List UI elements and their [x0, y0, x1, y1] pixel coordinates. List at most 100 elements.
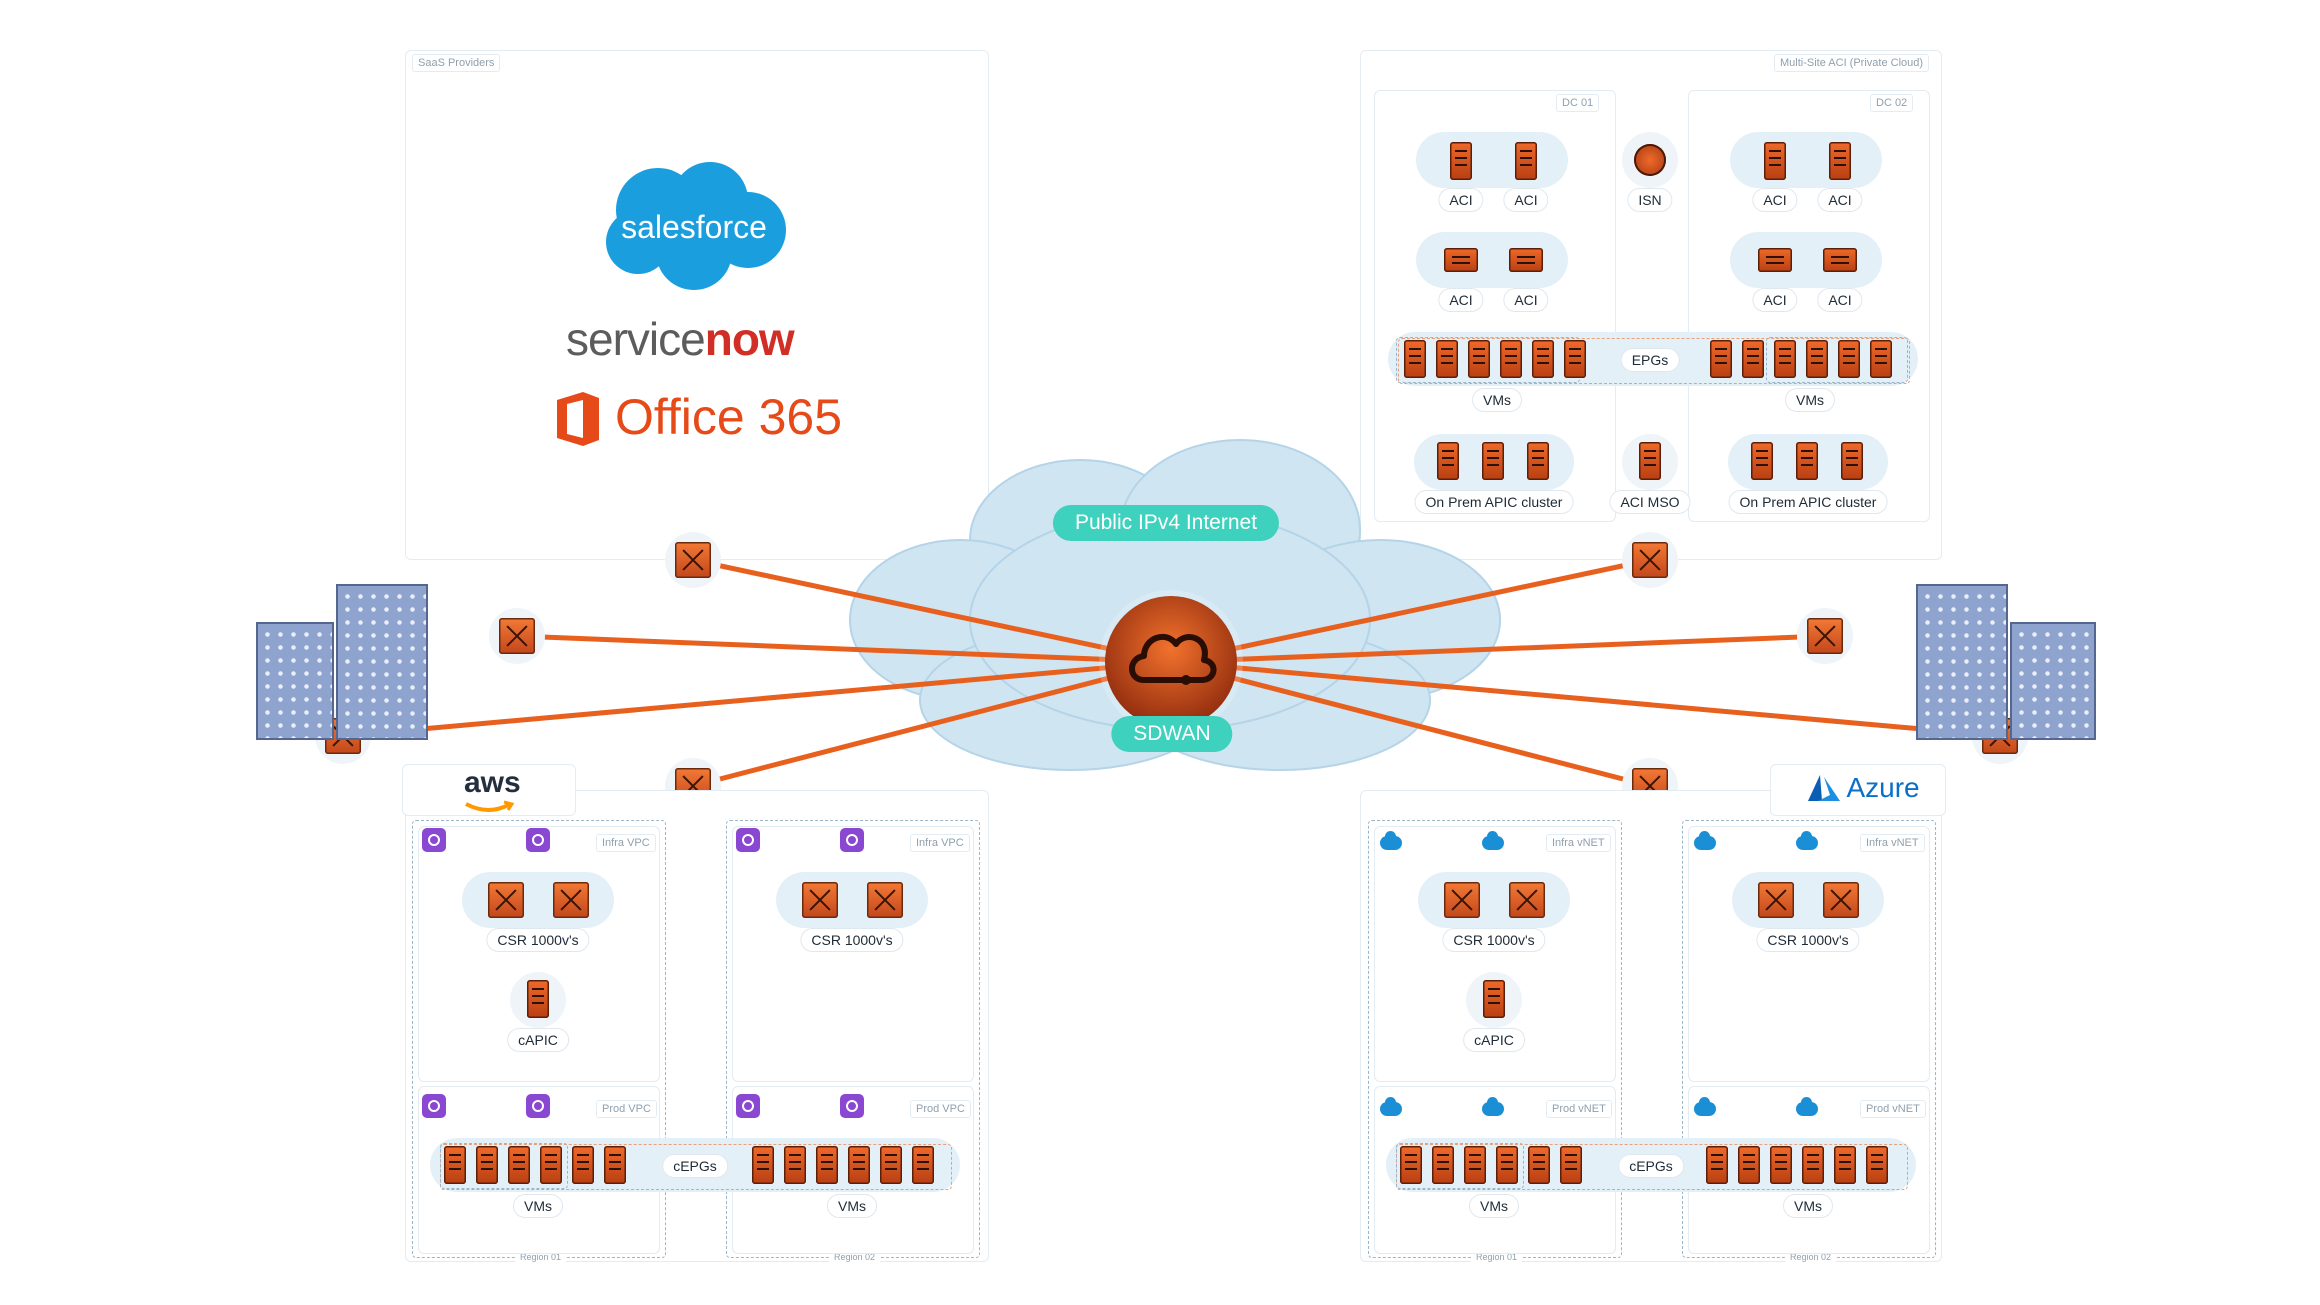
aws-vm-5	[572, 1146, 594, 1184]
aws-r1-vms-label: VMs	[513, 1194, 563, 1218]
azure-vm-3	[1464, 1146, 1486, 1184]
aws-r2-prod-gateway-icon	[840, 1094, 864, 1118]
azure-r2-vnet-icon	[1694, 831, 1716, 850]
azure-r2-csr-group	[1732, 872, 1884, 928]
epgs-label: EPGs	[1620, 348, 1680, 372]
azure-vm-10	[1802, 1146, 1824, 1184]
azure-vm-1	[1400, 1146, 1422, 1184]
azure-r2-prod-gateway-icon	[1796, 1097, 1818, 1116]
azure-vm-7	[1706, 1146, 1728, 1184]
aws-r2-vpc-icon	[736, 828, 760, 852]
dc01-apic-2	[1482, 442, 1504, 480]
dc-vm-5	[1532, 340, 1554, 378]
isn-router-icon	[1634, 144, 1666, 176]
dc01-spine-1-label: ACI	[1438, 188, 1484, 212]
dc-vm-12	[1870, 340, 1892, 378]
aws-vm-1	[444, 1146, 466, 1184]
azure-r1-vnet-icon	[1380, 831, 1402, 850]
aws-r1-capic-label: cAPIC	[507, 1028, 569, 1052]
azure-r2-gateway-icon	[1796, 831, 1818, 850]
azure-r2-csr-1	[1758, 882, 1794, 918]
azure-r2-vms-label: VMs	[1783, 1194, 1833, 1218]
branch-building-right-1	[1916, 584, 2008, 740]
azure-r1-prod-vnet-icon	[1380, 1097, 1402, 1116]
dc-vm-7	[1710, 340, 1732, 378]
sdwan-link-3	[342, 659, 1172, 739]
dc-vm-1	[1404, 340, 1426, 378]
dc01-leaf-1-label: ACI	[1438, 288, 1484, 312]
aws-vm-7	[752, 1146, 774, 1184]
dc-vm-8	[1742, 340, 1764, 378]
private-cloud-tag: Multi-Site ACI (Private Cloud)	[1774, 54, 1930, 72]
edge-router-1	[675, 542, 711, 578]
azure-r1-csr-group	[1418, 872, 1570, 928]
aws-r1-prod-tag: Prod VPC	[596, 1100, 657, 1118]
azure-r2-csr-2	[1823, 882, 1859, 918]
dc02-apic-2	[1796, 442, 1818, 480]
aws-r2-prod-vpc-icon	[736, 1094, 760, 1118]
dc01-leaf-1	[1444, 248, 1478, 272]
dc02-vm-group	[1766, 337, 1908, 383]
azure-logo: Azure	[1806, 772, 1920, 804]
azure-r1-vms-label: VMs	[1469, 1194, 1519, 1218]
edge-router-2	[499, 618, 535, 654]
dc02-leaf-2-label: ACI	[1817, 288, 1863, 312]
dc02-spine-2-label: ACI	[1817, 188, 1863, 212]
sdwan-link-6	[1170, 633, 1826, 665]
aws-vm-6	[604, 1146, 626, 1184]
aws-cepgs-label: cEPGs	[662, 1154, 728, 1178]
branch-building-right-2	[2010, 622, 2096, 740]
dc02-spine-1	[1764, 142, 1786, 180]
aws-r1-vm-group	[440, 1143, 568, 1189]
azure-vm-6	[1560, 1146, 1582, 1184]
azure-vm-5	[1528, 1146, 1550, 1184]
aws-r1-gateway-icon	[526, 828, 550, 852]
sdwan-link-1	[692, 557, 1172, 665]
salesforce-logo: salesforce	[606, 162, 786, 290]
dc-vm-10	[1806, 340, 1828, 378]
azure-wordmark: Azure	[1846, 772, 1920, 803]
aws-r2-csr-group	[776, 872, 928, 928]
aws-r1-prod-vpc-icon	[422, 1094, 446, 1118]
aws-r2-csr-label: CSR 1000v's	[800, 928, 904, 952]
azure-r1-infra-tag: Infra vNET	[1546, 834, 1611, 852]
dc02-leaf-1-label: ACI	[1752, 288, 1798, 312]
aws-r2-csr-1	[802, 882, 838, 918]
aws-r2-gateway-icon	[840, 828, 864, 852]
aws-r2-infra-vpc	[732, 826, 974, 1082]
sdwan-hub	[1105, 596, 1237, 728]
azure-vm-12	[1866, 1146, 1888, 1184]
aws-r2-infra-tag: Infra VPC	[910, 834, 970, 852]
aws-r1-csr-label: CSR 1000v's	[486, 928, 590, 952]
mso-label: ACI MSO	[1609, 490, 1691, 514]
dc01-leaf-2	[1509, 248, 1543, 272]
azure-r1-csr-2	[1509, 882, 1545, 918]
dc-vm-3	[1468, 340, 1490, 378]
aws-vm-12	[912, 1146, 934, 1184]
dc01-vms-label: VMs	[1472, 388, 1522, 412]
saas-panel	[405, 50, 989, 560]
azure-triangle-icon	[1808, 775, 1840, 801]
dc-vm-4	[1500, 340, 1522, 378]
servicenow-wordmark-b: now	[704, 313, 795, 365]
dc02-leaf-2	[1823, 248, 1857, 272]
dc02-apic-label: On Prem APIC cluster	[1728, 490, 1888, 514]
sdwan-link-2	[516, 633, 1172, 665]
azure-r2-infra-tag: Infra vNET	[1860, 834, 1925, 852]
dc01-spine-group	[1416, 132, 1568, 188]
aws-vm-8	[784, 1146, 806, 1184]
dc02-apic-1	[1751, 442, 1773, 480]
aws-r1-csr-2	[553, 882, 589, 918]
dc01-spine-2-label: ACI	[1503, 188, 1549, 212]
azure-r1-capic	[1483, 980, 1505, 1018]
branch-building-left-2	[336, 584, 428, 740]
dc02-spine-2	[1829, 142, 1851, 180]
office365-wordmark: Office 365	[615, 389, 843, 445]
azure-r1-prod-tag: Prod vNET	[1546, 1100, 1612, 1118]
azure-vm-4	[1496, 1146, 1518, 1184]
office-icon	[557, 392, 599, 446]
aws-r1-infra-tag: Infra VPC	[596, 834, 656, 852]
azure-cepgs-label: cEPGs	[1618, 1154, 1684, 1178]
